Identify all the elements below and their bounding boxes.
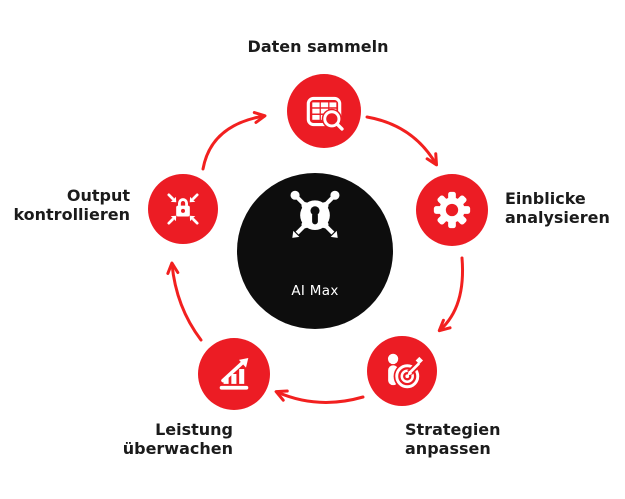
- step-label-strategien-anpassen: Strategien anpassen: [405, 420, 501, 458]
- step-circle-einblicke-analysieren: [416, 174, 488, 246]
- step-circle-daten-sammeln: [287, 74, 361, 148]
- gear-icon: [433, 191, 471, 229]
- arrow-einblicke-to-strategien: [437, 256, 464, 333]
- arrow-output-to-daten: [201, 111, 267, 171]
- center-hub-circle: AI Max: [237, 173, 393, 329]
- step-label-einblicke-analysieren: Einblicke analysieren: [505, 189, 610, 227]
- bar-chart-growth-arrow-icon: [219, 358, 249, 390]
- lock-inward-arrows-icon: [167, 193, 199, 225]
- table-magnifier-icon: [306, 96, 347, 134]
- step-label-daten-sammeln: Daten sammeln: [247, 37, 389, 56]
- network-keyhole-hub-icon: [290, 190, 340, 238]
- step-label-output-kontrollieren: Output kontrollieren: [13, 186, 130, 224]
- step-circle-strategien-anpassen: [367, 336, 437, 406]
- arrow-strategien-to-leistung: [274, 389, 365, 404]
- step-circle-output-kontrollieren: [148, 174, 218, 244]
- step-circle-leistung-ueberwachen: [198, 338, 270, 410]
- arrow-daten-to-einblicke: [365, 115, 439, 167]
- arrow-leistung-to-output: [166, 261, 203, 342]
- step-label-leistung-ueberwachen: Leistung überwachen: [122, 420, 233, 458]
- person-target-dart-icon: [387, 353, 423, 390]
- center-hub-label: AI Max: [291, 283, 339, 299]
